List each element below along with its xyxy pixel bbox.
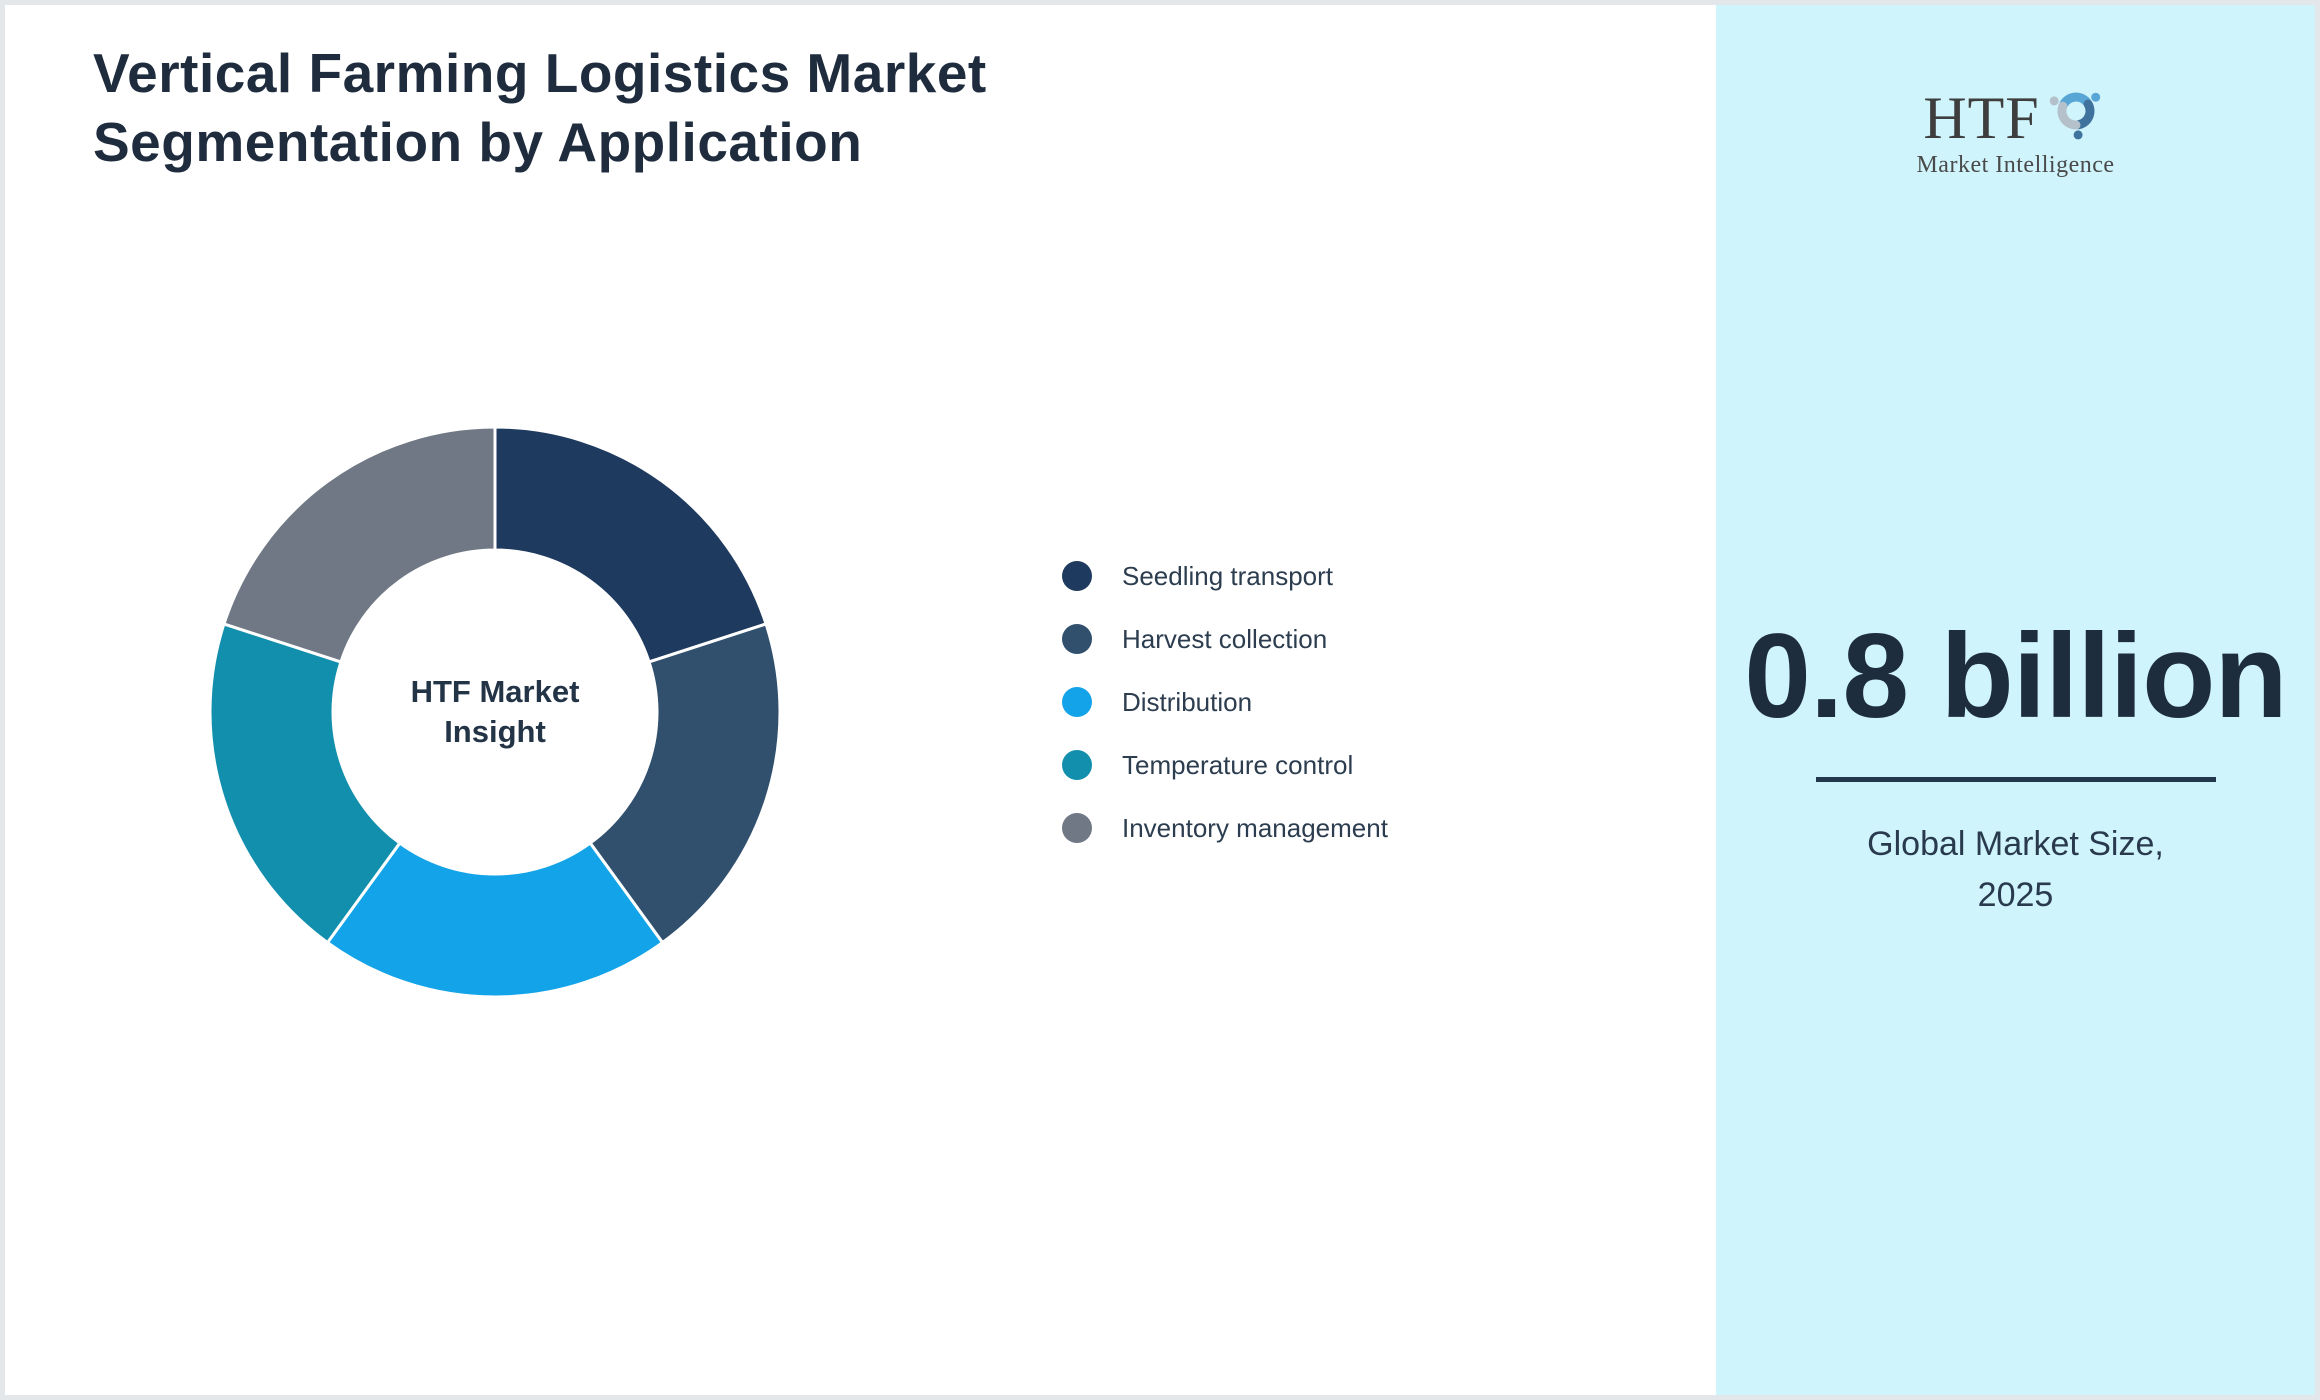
donut-center-label: HTF Market Insight [410, 674, 580, 749]
legend: Seedling transport Harvest collection Di… [1062, 561, 1388, 843]
donut-segment-seedling-transport [493, 425, 768, 664]
legend-label: Harvest collection [1122, 623, 1328, 654]
legend-swatch-temperature-control [1062, 750, 1092, 780]
htf-logo-tagline: Market Intelligence [1916, 152, 2115, 178]
htf-logo-row: HTF [1923, 83, 2107, 152]
donut-chart-svg [208, 425, 782, 999]
donut-segment-inventory-management [222, 425, 497, 664]
htf-logo: HTF Market Intelligence [1716, 83, 2315, 179]
donut-segment-temperature-control [208, 622, 402, 945]
market-size-caption: Global Market Size, 2025 [1867, 825, 2164, 914]
htf-logo-text: HTF [1923, 84, 2040, 151]
legend-item: Inventory management [1062, 813, 1388, 843]
legend-swatch-seedling-transport [1062, 561, 1092, 591]
market-size-value: 0.8 billion [1744, 609, 2287, 743]
divider-line [1815, 777, 2216, 782]
donut-segment-harvest-collection [588, 622, 782, 945]
legend-item: Seedling transport [1062, 561, 1388, 591]
legend-label: Temperature control [1122, 749, 1354, 780]
donut-segment-distribution [325, 840, 665, 999]
legend-label: Inventory management [1122, 812, 1388, 843]
legend-swatch-harvest-collection [1062, 624, 1092, 654]
dolphin-swirl-icon [2044, 79, 2108, 148]
market-size-panel: HTF Market Intelligence 0.8 billion Glob… [1716, 5, 2315, 1395]
legend-label: Distribution [1122, 686, 1253, 717]
legend-label: Seedling transport [1122, 560, 1334, 591]
page-title: Vertical Farming Logistics Market Segmen… [93, 42, 987, 173]
legend-item: Distribution [1062, 687, 1388, 717]
legend-item: Harvest collection [1062, 624, 1388, 654]
donut-chart: HTF Market Insight [190, 407, 800, 1017]
legend-item: Temperature control [1062, 750, 1388, 780]
legend-swatch-inventory-management [1062, 813, 1092, 843]
legend-swatch-distribution [1062, 687, 1092, 717]
